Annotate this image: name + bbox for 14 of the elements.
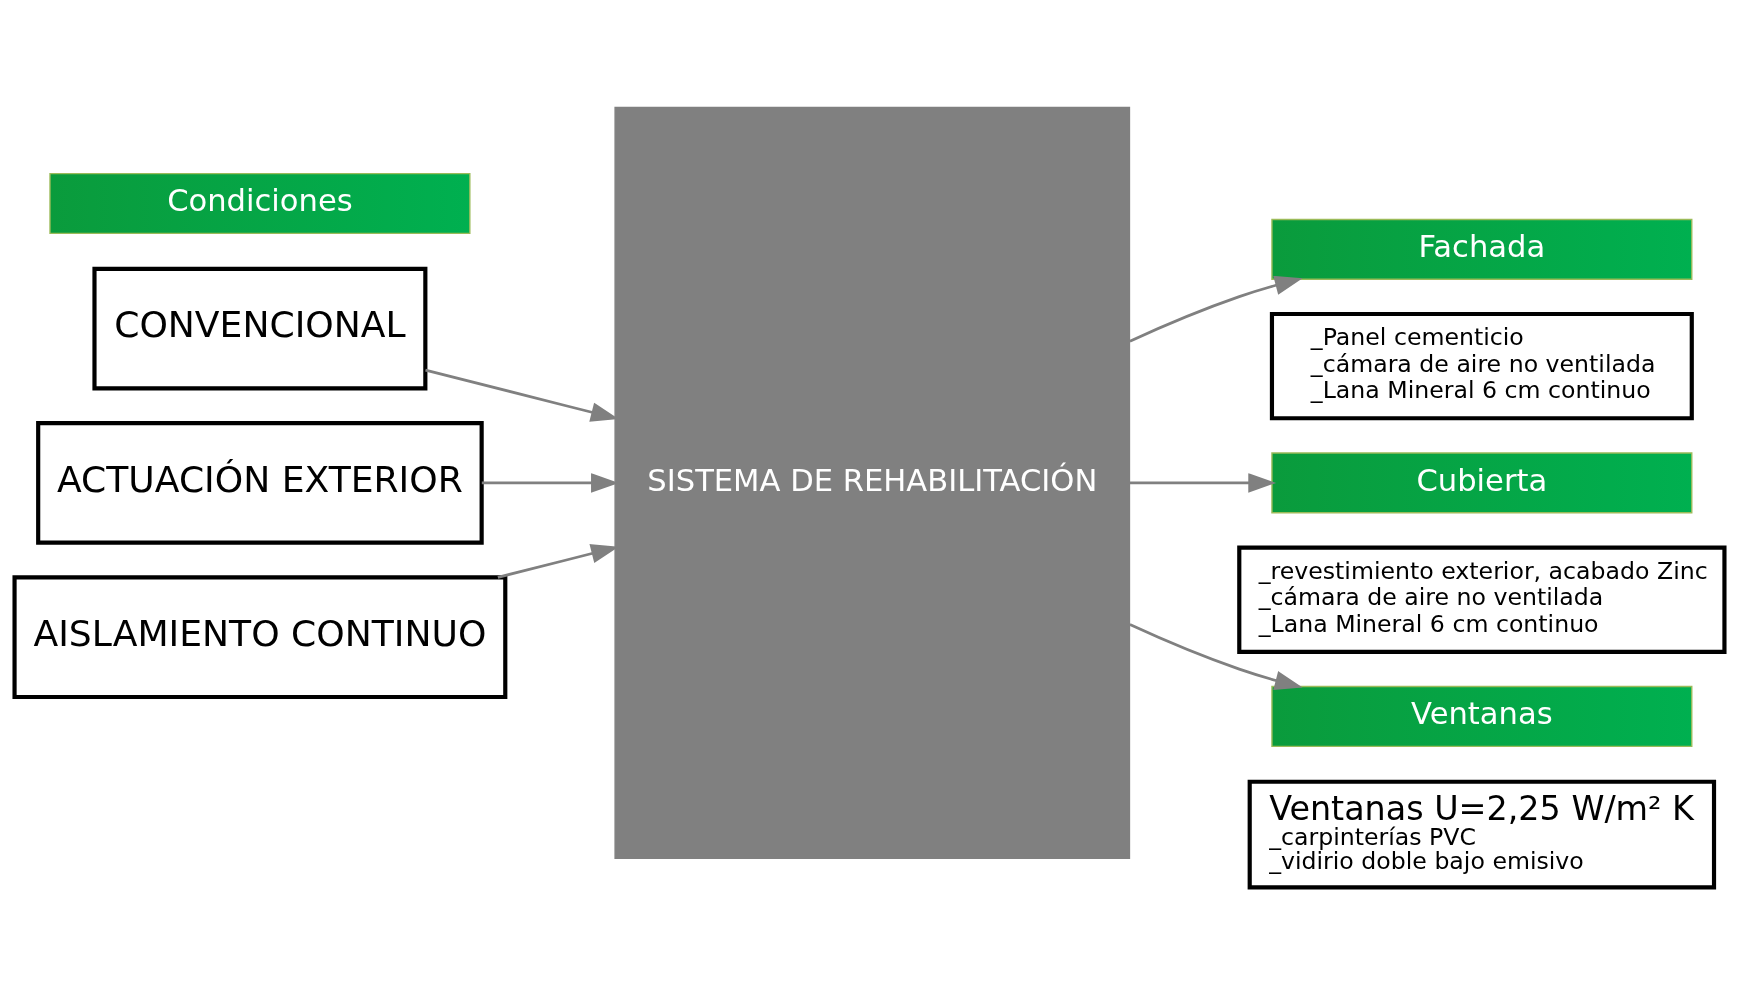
node-box: SISTEMA DE REHABILITACIÓN — [614, 106, 1131, 859]
node-box: Cubierta — [1271, 451, 1693, 513]
node-box: Ventanas — [1271, 685, 1693, 747]
node-box: _Panel cementicio _cámara de aire no ventilada _Lana Mineral 6 cm continuo — [1269, 311, 1694, 420]
node-box: CONVENCIONAL — [92, 266, 428, 390]
node-box: Ventanas U=2,25 W/m² K _carpinterías PVC _vidirio doble bajo emisivo — [1247, 779, 1717, 890]
arrow — [1129, 622, 1303, 690]
node-box: AISLAMIENTO CONTINUO — [12, 574, 508, 699]
node-box: Fachada — [1271, 218, 1693, 280]
arrow — [1129, 275, 1303, 342]
node-box: _revestimiento exterior, acabado Zinc _cámara de aire no ventilada _Lana Mineral 6 cm continuo — [1237, 544, 1727, 654]
node-box: Condiciones — [49, 172, 471, 234]
arrow — [1129, 472, 1277, 493]
node-box: ACTUACIÓN EXTERIOR — [36, 420, 484, 545]
